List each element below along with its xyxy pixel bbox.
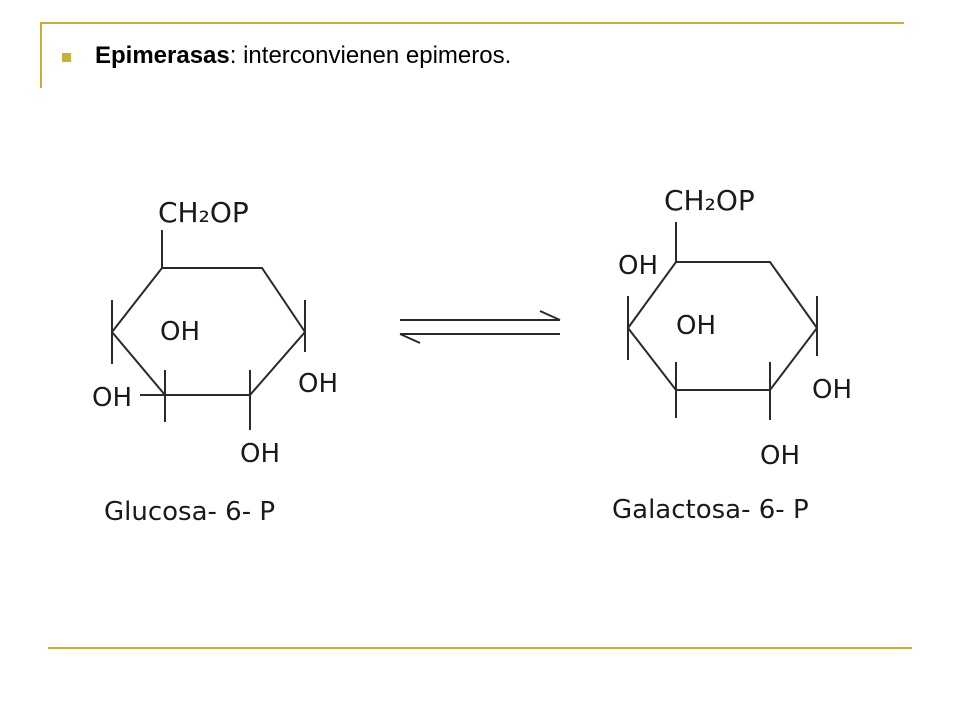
galactose-oh-top-left-label: OH <box>618 251 658 281</box>
glucose-ring-oh-label: OH <box>160 317 200 347</box>
glucose-oh-bottom-label: OH <box>240 439 280 469</box>
galactose-ch2op-label: CH₂OP <box>664 184 755 217</box>
equilibrium-arrows <box>399 310 561 344</box>
galactose-oh-right-label: OH <box>812 375 852 405</box>
glucose-6-phosphate-structure <box>110 230 307 430</box>
glucose-ring <box>110 267 307 396</box>
galactose-caption: Galactosa- 6- P <box>612 495 809 525</box>
glucose-oh-right-label: OH <box>298 369 338 399</box>
forward-arrow-head <box>539 310 561 321</box>
bullet-description: : interconvienen epimeros. <box>229 42 512 69</box>
glucose-caption: Glucosa- 6- P <box>104 497 275 527</box>
galactose-ring-oh-label: OH <box>676 311 716 341</box>
bullet-text: Epimerasas: interconvienen epimeros. <box>95 42 511 70</box>
glucose-ch2op-label: CH₂OP <box>158 196 249 229</box>
left-rule <box>40 22 42 88</box>
bottom-rule <box>48 647 912 649</box>
square-bullet-icon <box>62 52 71 62</box>
top-rule <box>40 22 904 24</box>
glucose-oh-left-label: OH <box>92 383 132 413</box>
galactose-ring <box>626 261 819 391</box>
bullet-row: Epimerasas: interconvienen epimeros. <box>62 42 511 70</box>
reverse-arrow-head <box>399 333 421 344</box>
galactose-oh-bottom-label: OH <box>760 441 800 471</box>
galactose-6-phosphate-structure <box>626 222 819 420</box>
bullet-term: Epimerasas <box>95 42 230 69</box>
